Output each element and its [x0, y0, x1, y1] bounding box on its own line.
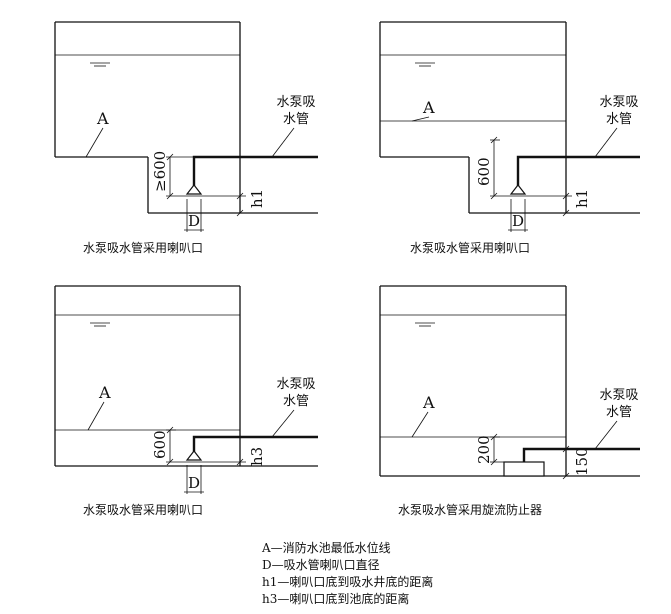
leader-line: [411, 411, 429, 438]
dim-tick: [236, 192, 244, 200]
bell-mouth: [509, 184, 527, 195]
leader-line: [411, 116, 430, 122]
label-a: A: [96, 109, 109, 128]
legend-item: D—吸水管喇叭口直径: [262, 557, 380, 572]
vortex-preventer: [503, 461, 545, 477]
label-a: A: [422, 393, 435, 412]
suction-pipe: [516, 155, 640, 186]
legend-item: A—消防水池最低水位线: [261, 540, 391, 555]
dim-left-label: ≥600: [151, 151, 169, 192]
suction-pipe: [192, 155, 318, 186]
panel-caption: 水泵吸水管采用旋流防止器: [398, 502, 542, 517]
dim-tick: [562, 472, 570, 480]
dim-tick: [562, 192, 570, 200]
dim-tick: [562, 445, 570, 453]
panel-caption: 水泵吸水管采用喇叭口: [83, 502, 203, 517]
dim-tick: [166, 426, 174, 434]
label-a: A: [98, 383, 111, 402]
dim-tick: [490, 136, 498, 144]
panel-2: 600 h1 D A 水泵吸 水管 水泵吸水管采用喇叭口: [379, 21, 640, 255]
leader-line: [85, 127, 104, 158]
dim-left-label: 600: [151, 430, 169, 459]
dim-tick: [562, 209, 570, 217]
leader-line: [87, 401, 105, 431]
pump-label-line2: 水管: [606, 405, 632, 420]
dim-tick: [166, 458, 174, 466]
pump-label-line2: 水管: [606, 112, 632, 127]
pump-label-line1: 水泵吸: [599, 388, 638, 403]
dim-tick: [490, 192, 498, 200]
dim-right-label: 150: [573, 447, 591, 476]
pump-label-line2: 水管: [283, 394, 309, 409]
panel-3: 600 h3 D A 水泵吸 水管 水泵吸水管采用喇叭口: [54, 285, 318, 517]
panel-1: ≥600 h1 D A 水泵吸 水管 水泵吸水管采用喇叭口: [54, 21, 318, 255]
pump-label-line1: 水泵吸: [599, 95, 638, 110]
label-a: A: [422, 98, 435, 117]
legend: A—消防水池最低水位线 D—吸水管喇叭口直径 h1—喇叭口底到吸水井底的距离 h…: [261, 540, 433, 606]
leader-line: [271, 409, 295, 438]
dim-tick: [236, 209, 244, 217]
pump-label-line2: 水管: [283, 112, 309, 127]
leader-line: [271, 127, 295, 158]
pump-label-line1: 水泵吸: [276, 377, 315, 392]
dim-tick: [490, 458, 498, 466]
dim-left-label: 600: [475, 157, 493, 186]
dim-tick: [166, 153, 174, 161]
pump-label-line1: 水泵吸: [276, 95, 315, 110]
bell-mouth: [185, 184, 203, 195]
suction-pipe: [192, 435, 318, 452]
leader-line: [594, 127, 618, 158]
dim-bottom-label: D: [188, 212, 200, 230]
bell-mouth: [185, 450, 203, 461]
dim-right-label: h1: [573, 189, 591, 208]
suction-pipe: [522, 447, 640, 462]
dim-right-label: h1: [248, 189, 266, 208]
panel-caption: 水泵吸水管采用喇叭口: [410, 240, 530, 255]
dim-tick: [166, 192, 174, 200]
dim-tick: [236, 458, 244, 466]
dim-left-label: 200: [475, 435, 493, 464]
leader-line: [594, 420, 618, 450]
legend-item: h3—喇叭口底到池底的距离: [262, 591, 409, 606]
panel-caption: 水泵吸水管采用喇叭口: [83, 240, 203, 255]
dim-right-label: h3: [248, 447, 266, 466]
dim-tick: [490, 433, 498, 441]
dim-bottom-label: D: [188, 474, 200, 492]
legend-item: h1—喇叭口底到吸水井底的距离: [262, 574, 433, 589]
dim-bottom-label: D: [512, 212, 524, 230]
panel-4: 200 150 A 水泵吸 水管 水泵吸水管采用旋流防止器: [379, 285, 640, 517]
